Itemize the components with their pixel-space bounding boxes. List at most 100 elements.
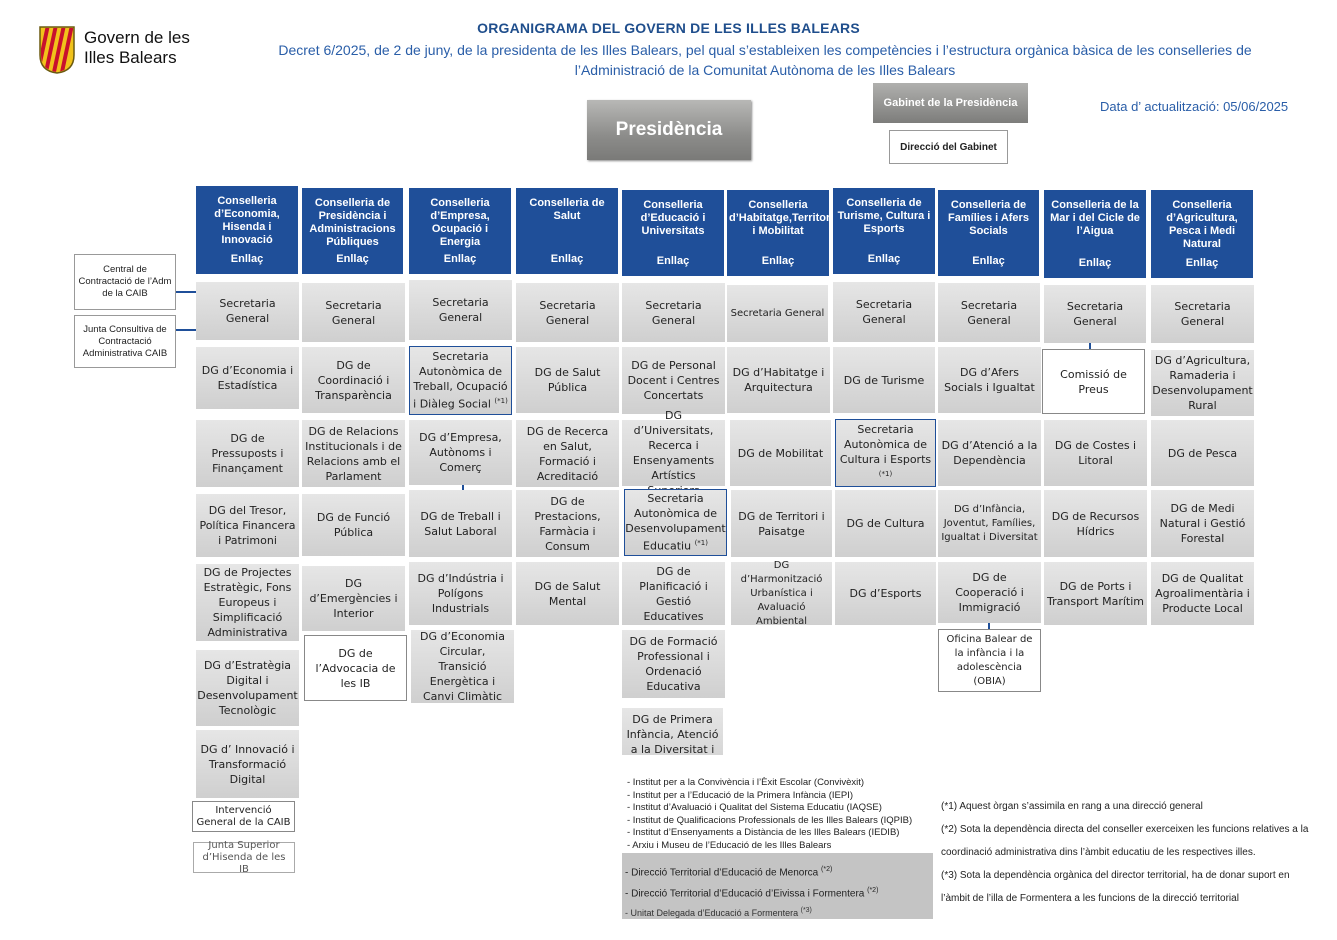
list-item: - Arxiu i Museu de l’Educació de les Ill… xyxy=(627,839,832,851)
enllac-label: Enllaç xyxy=(1078,257,1112,269)
org-box[interactable]: DG de Recursos Hídrics xyxy=(1044,490,1147,557)
org-box[interactable]: DG de Territori i Paisatge xyxy=(731,490,832,557)
org-box[interactable]: DG d’Afers Socials i Igualtat xyxy=(938,347,1041,413)
org-box[interactable]: DG de Ports i Transport Marítim xyxy=(1044,562,1147,625)
org-box[interactable]: Secretaria Autonòmica de Cultura i Espor… xyxy=(835,419,936,487)
org-box[interactable]: Oficina Balear de la infància i la adole… xyxy=(938,629,1041,692)
footnote-marker: (*2) xyxy=(867,887,879,895)
org-box[interactable]: DG d’Habitatge i Arquitectura xyxy=(727,347,830,413)
footnote-marker: (*1) xyxy=(694,539,708,548)
org-box[interactable]: DG de Mobilitat xyxy=(730,420,831,486)
org-box[interactable]: DG del Tresor, Política Financera i Patr… xyxy=(196,494,299,557)
org-box-label: Secretaria Autonòmica de Cultura i Espor… xyxy=(839,422,932,485)
enllac-label: Enllaç xyxy=(972,255,1005,267)
org-box[interactable]: DG d’Empresa, Autònoms i Comerç xyxy=(409,420,512,485)
org-box[interactable]: DG d’Esports xyxy=(835,562,936,625)
org-box[interactable]: DG de Cultura xyxy=(835,490,936,557)
org-box[interactable]: DG de Costes i Litoral xyxy=(1044,420,1147,486)
org-box[interactable]: DG de Projectes Estratègic, Fons Europeu… xyxy=(196,564,299,641)
central-contractacio-box[interactable]: Central de Contractació de l’Adm de la C… xyxy=(74,254,176,310)
conselleria-header[interactable]: Conselleria d’Habitatge,Territori i Mobi… xyxy=(727,190,833,276)
org-box[interactable]: DG de Funció Pública xyxy=(302,494,405,556)
list-item: - Institut d’Ensenyaments a Distància de… xyxy=(627,827,900,838)
footnote: (*3) Sota la dependència orgànica del di… xyxy=(941,870,1290,881)
org-box[interactable]: Junta Superior d’Hisenda de les IB xyxy=(193,840,295,875)
org-box[interactable]: Secretaria General xyxy=(1151,285,1254,343)
org-box[interactable]: DG d’Universitats, Recerca i Ensenyament… xyxy=(622,409,725,497)
org-box[interactable]: DG de Turisme xyxy=(833,347,935,413)
org-box[interactable]: DG d’ Innovació i Transformació Digital xyxy=(196,730,299,798)
enllac-label: Enllaç xyxy=(336,253,369,265)
org-box[interactable]: DG de Coordinació i Transparència xyxy=(302,347,405,413)
org-box[interactable]: DG d’Indústria i Polígons Industrials xyxy=(409,562,512,625)
org-box[interactable]: Secretaria Autonòmica de Treball, Ocupac… xyxy=(409,346,512,415)
org-box[interactable]: Secretaria Autonòmica de Desenvolupament… xyxy=(624,489,727,556)
org-box[interactable]: Secretaria General xyxy=(516,283,619,342)
conselleria-header[interactable]: Conselleria de Turisme, Cultura i Esport… xyxy=(833,188,935,274)
list-item: - Institut d’Avaluació i Qualitat del Si… xyxy=(627,802,882,813)
junta-consultiva-box[interactable]: Junta Consultiva de Contractació Adminis… xyxy=(74,315,176,368)
conselleria-name: Conselleria de Presidència i Administrac… xyxy=(309,197,396,248)
org-box[interactable]: DG d’Harmonització Urbanística i Avaluac… xyxy=(731,560,832,627)
conselleria-header[interactable]: Conselleria de Presidència i Administrac… xyxy=(302,188,403,274)
org-box[interactable]: DG de Qualitat Agroalimentària i Product… xyxy=(1151,562,1254,625)
org-box[interactable]: DG de Relacions Institucionals i de Rela… xyxy=(302,420,405,487)
org-box[interactable]: Secretaria General xyxy=(409,280,512,340)
org-box[interactable]: DG de Medi Natural i Gestió Forestal xyxy=(1151,490,1254,557)
list-item: - Institut de Qualificacions Professiona… xyxy=(627,814,913,826)
org-box[interactable]: DG d’Emergències i Interior xyxy=(302,566,405,631)
org-box[interactable]: DG de Salut Pública xyxy=(516,347,619,413)
org-box[interactable]: DG de Formació Professional i Ordenació … xyxy=(622,630,725,698)
page-subtitle: Decret 6/2025, de 2 de juny, de la presi… xyxy=(230,40,1300,80)
org-box[interactable]: DG de Salut Mental xyxy=(516,562,619,625)
gabinet-box[interactable]: Gabinet de la Presidència xyxy=(873,83,1028,123)
connector-line xyxy=(176,291,196,293)
org-box[interactable]: DG de Recerca en Salut, Formació i Acred… xyxy=(516,420,619,487)
list-item: - Institut per a la Convivència i l’Èxit… xyxy=(627,777,865,788)
org-box[interactable]: Secretaria General xyxy=(833,282,935,342)
conselleria-header[interactable]: Conselleria de la Mar i del Cicle de l’A… xyxy=(1044,190,1146,278)
org-box[interactable]: DG de Cooperació i Immigració xyxy=(938,562,1041,623)
org-box[interactable]: DG d’Atenció a la Dependència xyxy=(938,420,1041,486)
org-box[interactable]: DG de Prestacions, Farmàcia i Consum xyxy=(516,490,619,557)
org-box[interactable]: DG de Planificació i Gestió Educatives xyxy=(622,562,725,625)
org-box[interactable]: Intervenció General de la CAIB xyxy=(192,801,295,832)
logo-line-2: Illes Balears xyxy=(84,48,177,67)
conselleria-header[interactable]: Conselleria d’Empresa, Ocupació i Energi… xyxy=(409,188,511,274)
conselleria-header[interactable]: Conselleria d’Economia, Hisenda i Innova… xyxy=(196,186,298,274)
org-box[interactable]: DG de Pressuposts i Finançament xyxy=(196,420,299,487)
org-box[interactable]: Secretaria General xyxy=(1044,285,1146,343)
org-box[interactable]: DG d’Infància, Joventut, Famílies, Igual… xyxy=(938,490,1041,557)
institutes-list: - Institut per a la Convivència i l’Èxit… xyxy=(622,755,934,853)
org-box[interactable]: DG d’Economia Circular, Transició Energè… xyxy=(411,630,514,703)
org-box[interactable]: DG d’Economia i Estadística xyxy=(196,347,299,409)
connector-line xyxy=(176,329,196,331)
org-box[interactable]: DG de Personal Docent i Centres Concerta… xyxy=(622,347,725,414)
presidencia-box[interactable]: Presidència xyxy=(587,100,751,160)
org-box[interactable]: Secretaria General xyxy=(727,285,828,342)
list-item: - Direcció Territorial d’Educació d’Eivi… xyxy=(625,882,933,903)
org-box[interactable]: DG de Treball i Salut Laboral xyxy=(409,490,512,557)
conselleria-name: Conselleria de Famílies i Afers Socials xyxy=(948,199,1029,237)
org-box[interactable]: DG de l’Advocacia de les IB xyxy=(304,635,407,701)
page-title: ORGANIGRAMA DEL GOVERN DE LES ILLES BALE… xyxy=(477,20,860,36)
conselleria-header[interactable]: Conselleria d’Agricultura, Pesca i Medi … xyxy=(1151,190,1253,278)
org-box[interactable]: DG d’Estratègia Digital i Desenvolupamen… xyxy=(196,650,299,726)
enllac-label: Enllaç xyxy=(761,255,795,267)
enllac-label: Enllaç xyxy=(867,253,901,265)
org-box[interactable]: DG de Pesca xyxy=(1151,420,1254,486)
footnote: (*2) Sota la dependència directa del con… xyxy=(941,824,1309,835)
org-box-label: Secretaria Autonòmica de Treball, Ocupac… xyxy=(413,349,508,412)
direccio-gabinet-box[interactable]: Direcció del Gabinet xyxy=(889,130,1008,164)
org-box[interactable]: DG d’Agricultura, Ramaderia i Desenvolup… xyxy=(1151,350,1254,416)
org-box[interactable]: Secretaria General xyxy=(302,283,405,342)
org-box[interactable]: Comissió de Preus xyxy=(1042,349,1145,414)
org-box[interactable]: Secretaria General xyxy=(622,283,725,342)
org-box[interactable]: Secretaria General xyxy=(196,282,299,340)
org-box-text: Secretaria Autonòmica de Cultura i Espor… xyxy=(839,422,932,466)
org-box[interactable]: Secretaria General xyxy=(938,283,1040,342)
list-item: - Institut per a l’Educació de la Primer… xyxy=(627,789,853,801)
